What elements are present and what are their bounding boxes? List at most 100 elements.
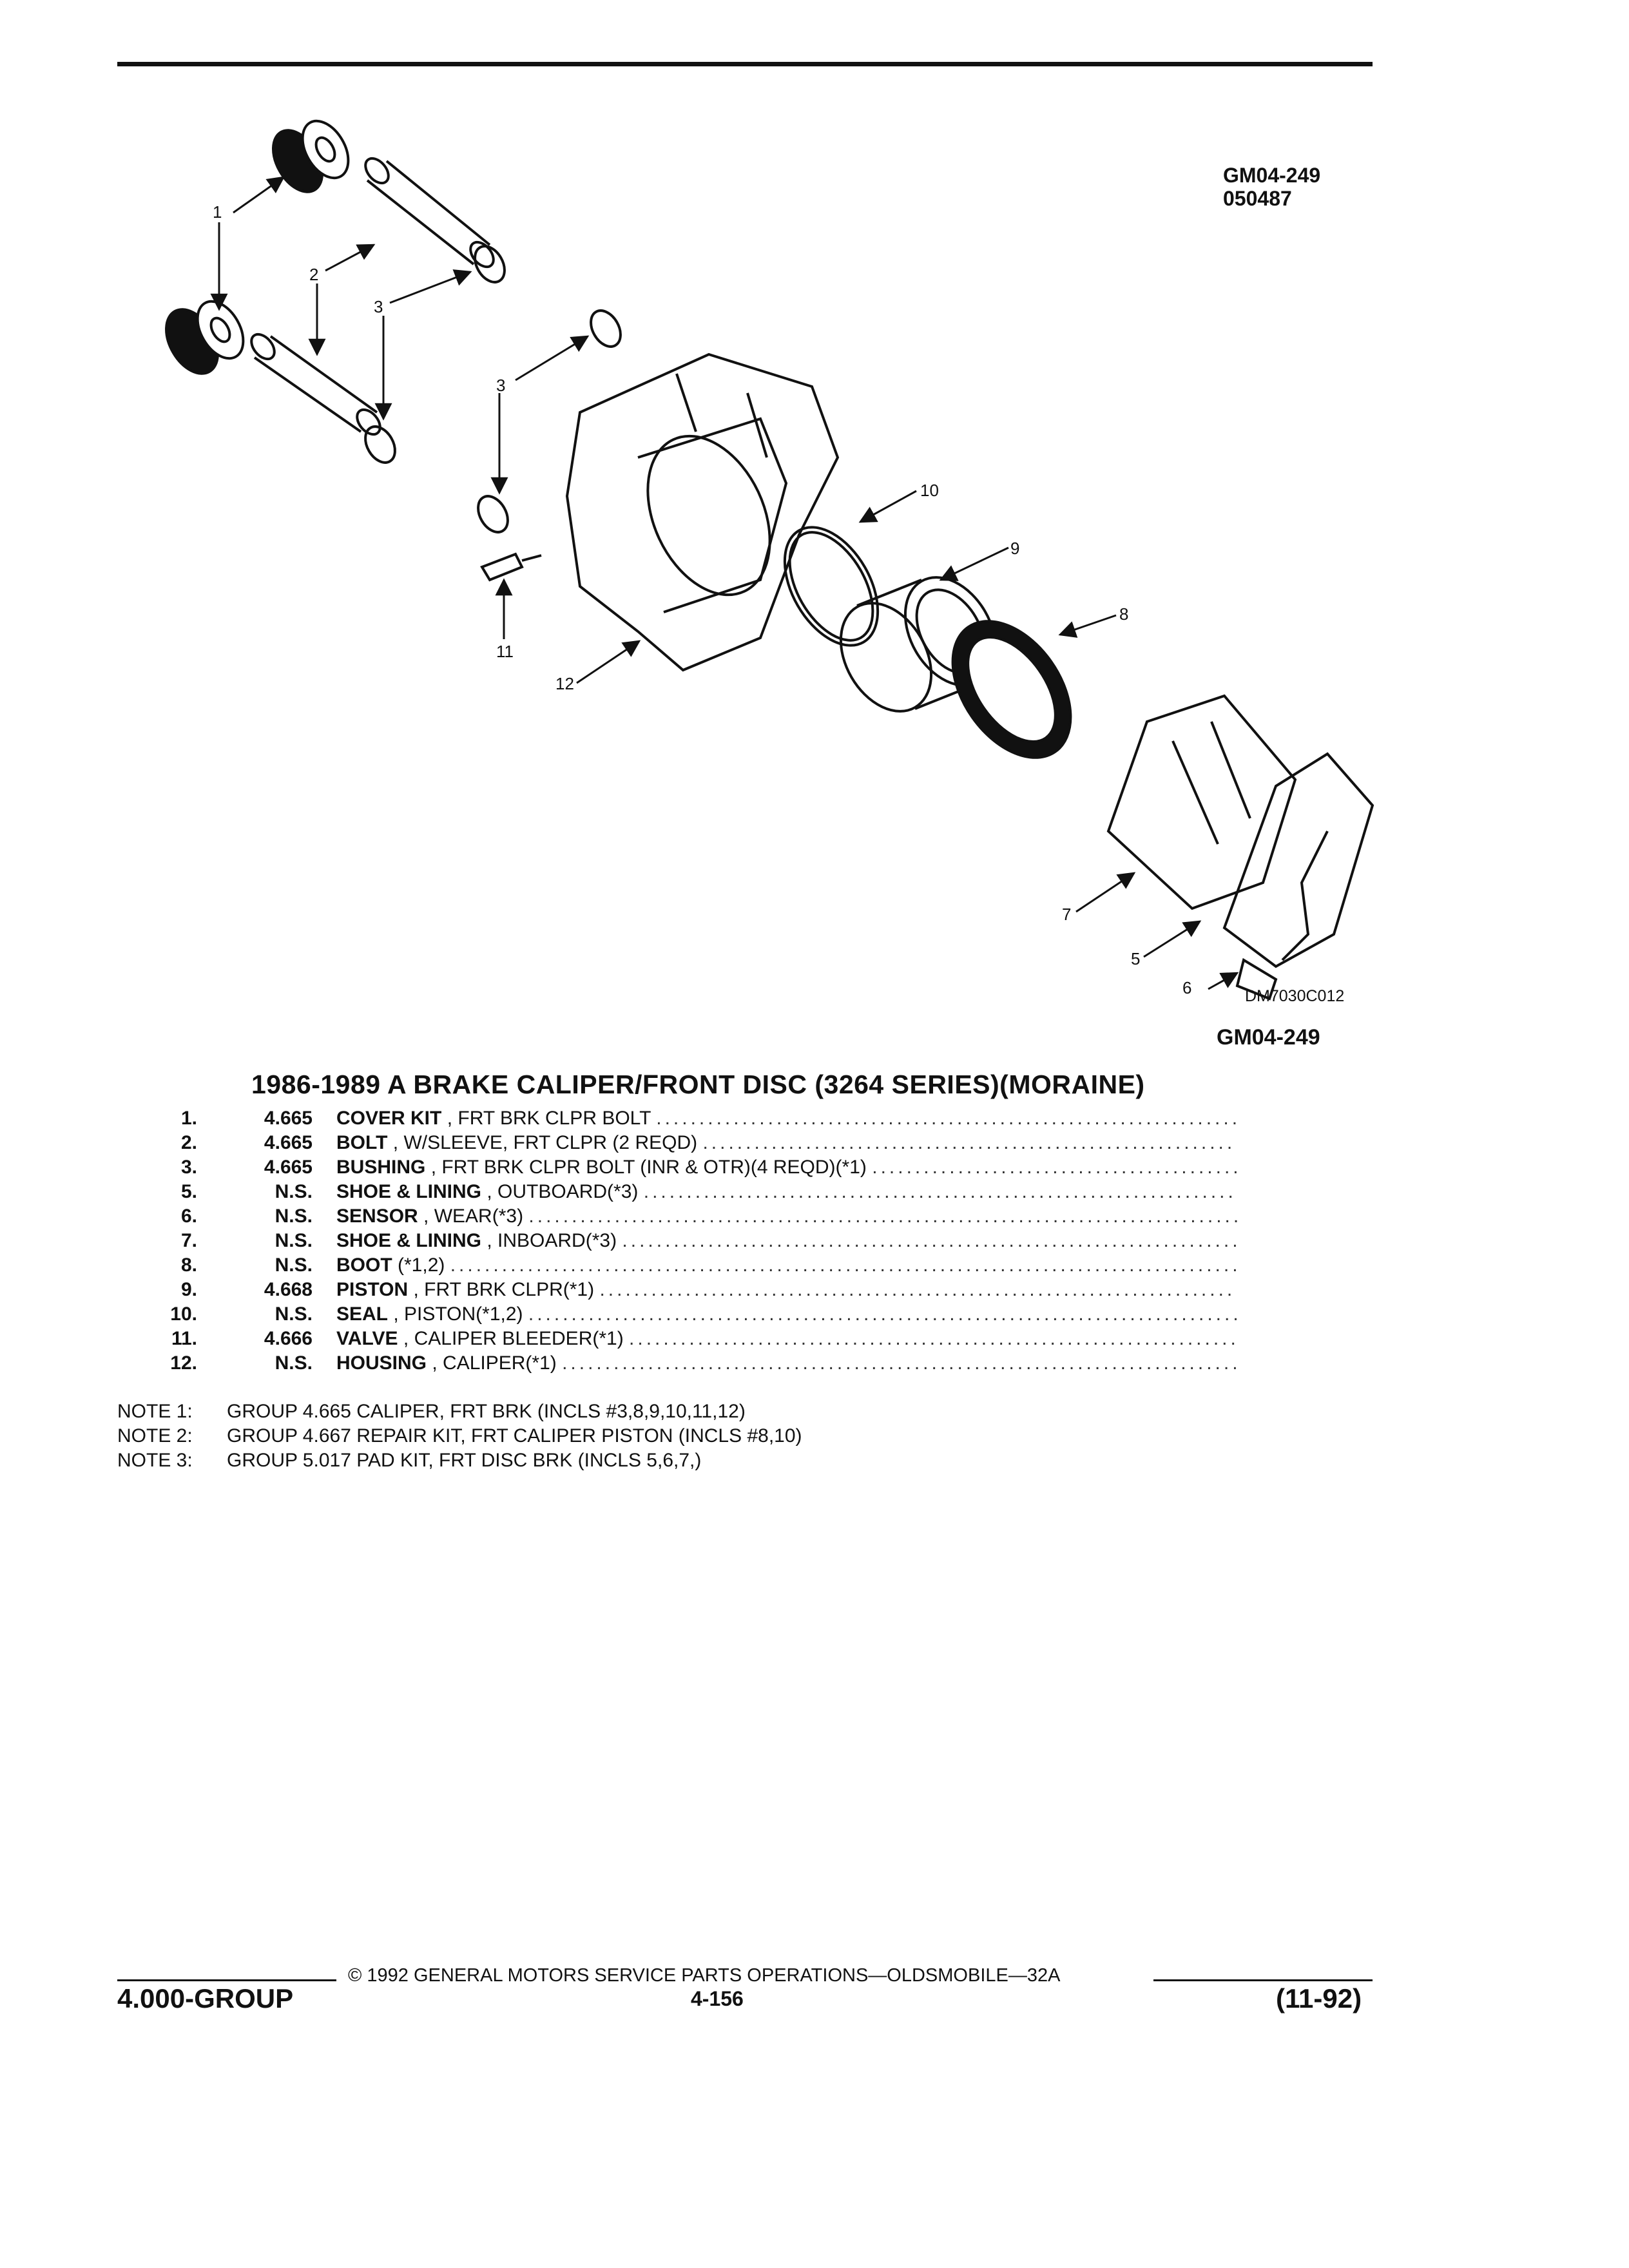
notes-section: NOTE 1:GROUP 4.665 CALIPER, FRT BRK (INC… — [117, 1399, 802, 1473]
part-row: 12. N.S. HOUSING , CALIPER(*1) ...........… — [155, 1351, 1237, 1376]
part-description: HOUSING , CALIPER(*1) ..................… — [336, 1351, 1237, 1376]
part-description: SHOE & LINING , INBOARD(*3) ............… — [336, 1229, 1237, 1253]
footer-rule-right — [1153, 1979, 1373, 1981]
inboard-shoe-part — [1106, 694, 1297, 910]
part-number: 5. — [180, 1181, 197, 1202]
part-description: BUSHING , FRT BRK CLPR BOLT (INR & OTR)(… — [336, 1155, 1237, 1180]
dot-leader: ........................................… — [622, 1230, 1237, 1251]
part-row: 8. N.S. BOOT (*1,2) ......................… — [155, 1253, 1237, 1278]
part-detail: , WEAR(*3) — [423, 1206, 524, 1227]
note-text: GROUP 4.667 REPAIR KIT, FRT CALIPER PIST… — [227, 1425, 802, 1446]
part-number: 9. — [180, 1279, 197, 1300]
bleeder-valve-part — [480, 552, 542, 582]
part-group: N.S. — [275, 1181, 313, 1202]
bolt-part — [364, 157, 495, 269]
bushing-part — [364, 425, 396, 464]
part-name: BUSHING — [336, 1157, 426, 1178]
dot-leader: ........................................… — [656, 1108, 1237, 1129]
group-label: 4.000-GROUP — [117, 1983, 294, 2013]
page-number: 4-156 — [691, 1987, 744, 2010]
part-description: SEAL , PISTON(*1,2) ....................… — [336, 1302, 1237, 1327]
part-name: BOOT — [336, 1254, 392, 1276]
piston-seal-part — [783, 526, 880, 647]
part-group: N.S. — [275, 1254, 313, 1276]
note-text: GROUP 5.017 PAD KIT, FRT DISC BRK (INCLS… — [227, 1450, 702, 1471]
note-label: NOTE 1: — [117, 1401, 193, 1422]
part-number: 3. — [180, 1157, 197, 1178]
part-detail: , PISTON(*1,2) — [393, 1303, 523, 1325]
part-detail: , FRT BRK CLPR(*1) — [413, 1279, 595, 1300]
part-detail: , OUTBOARD(*3) — [487, 1181, 639, 1202]
page-title: 1986-1989 A BRAKE CALIPER/FRONT DISC (32… — [251, 1070, 1145, 1099]
part-group: 4.665 — [264, 1132, 313, 1153]
part-detail: , CALIPER BLEEDER(*1) — [403, 1328, 624, 1349]
part-name: PISTON — [336, 1279, 409, 1300]
part-name: HOUSING — [336, 1352, 427, 1374]
part-number: 7. — [180, 1230, 197, 1251]
cover-kit-part — [165, 300, 245, 375]
part-number: 12. — [170, 1352, 197, 1374]
part-name: SHOE & LINING — [336, 1230, 482, 1251]
footer-rule-left — [117, 1979, 336, 1981]
dot-leader: ........................................… — [528, 1206, 1237, 1227]
part-group: 4.665 — [264, 1108, 313, 1129]
callout-label: 7 — [1062, 905, 1071, 924]
part-number: 8. — [180, 1254, 197, 1276]
outboard-shoe-part — [1222, 752, 1374, 968]
callout-label: 12 — [555, 674, 574, 693]
part-number: 6. — [180, 1206, 197, 1227]
part-description: SENSOR , WEAR(*3) ......................… — [336, 1204, 1237, 1229]
callout-label: 10 — [920, 481, 939, 500]
note-label: NOTE 2: — [117, 1425, 193, 1446]
dot-leader: ........................................… — [562, 1352, 1237, 1374]
callout-label: 3 — [496, 376, 505, 395]
top-rule — [117, 62, 1373, 66]
part-row: 6. N.S. SENSOR , WEAR(*3) ................… — [155, 1204, 1237, 1229]
part-number: 11. — [171, 1328, 197, 1349]
exploded-parts-diagram: 1 2 3 3 10 9 8 11 12 7 5 6 — [0, 71, 1629, 1037]
dot-leader: ........................................… — [450, 1254, 1237, 1276]
bushing-part — [477, 495, 509, 533]
part-description: SHOE & LINING , OUTBOARD(*3) ...........… — [336, 1180, 1237, 1204]
part-name: VALVE — [336, 1328, 398, 1349]
part-detail: , FRT BRK CLPR BOLT (INR & OTR)(4 REQD)(… — [430, 1157, 867, 1178]
part-row: 7. N.S. SHOE & LINING , INBOARD(*3) ......… — [155, 1229, 1237, 1253]
callout-label: 9 — [1010, 539, 1019, 558]
figure-code-bottom: GM04-249 — [1217, 1025, 1320, 1050]
dot-leader: ........................................… — [702, 1132, 1237, 1153]
part-detail: (*1,2) — [398, 1254, 445, 1276]
part-description: PISTON , FRT BRK CLPR(*1) ..............… — [336, 1278, 1237, 1302]
caliper-housing-part — [565, 352, 840, 672]
bolt-part — [250, 332, 381, 436]
part-group: N.S. — [275, 1230, 313, 1251]
part-detail: , INBOARD(*3) — [487, 1230, 617, 1251]
part-name: COVER KIT — [336, 1108, 442, 1129]
revision-date: (11-92) — [1276, 1983, 1362, 2013]
dot-leader: ........................................… — [872, 1157, 1237, 1178]
part-name: BOLT — [336, 1132, 388, 1153]
callout-label: 6 — [1182, 978, 1191, 997]
part-group: N.S. — [275, 1352, 313, 1374]
note-row: NOTE 1:GROUP 4.665 CALIPER, FRT BRK (INC… — [117, 1399, 802, 1424]
part-description: BOOT (*1,2) ............................… — [336, 1253, 1237, 1278]
part-description: COVER KIT , FRT BRK CLPR BOLT ..........… — [336, 1106, 1237, 1131]
part-detail: , CALIPER(*1) — [432, 1352, 557, 1374]
callout-label: 2 — [309, 265, 318, 284]
part-name: SENSOR — [336, 1206, 418, 1227]
part-name: SEAL — [336, 1303, 389, 1325]
part-detail: , FRT BRK CLPR BOLT — [447, 1108, 651, 1129]
bushing-part — [474, 245, 506, 284]
part-group: N.S. — [275, 1303, 313, 1325]
note-row: NOTE 3:GROUP 5.017 PAD KIT, FRT DISC BRK… — [117, 1448, 802, 1473]
callout-label: 8 — [1119, 604, 1128, 624]
part-group: N.S. — [275, 1206, 313, 1227]
dot-leader: ........................................… — [643, 1181, 1237, 1202]
bushing-part — [590, 309, 622, 348]
figure-code: GM04-249 — [1223, 164, 1321, 187]
figure-date-code: 050487 — [1223, 187, 1292, 210]
